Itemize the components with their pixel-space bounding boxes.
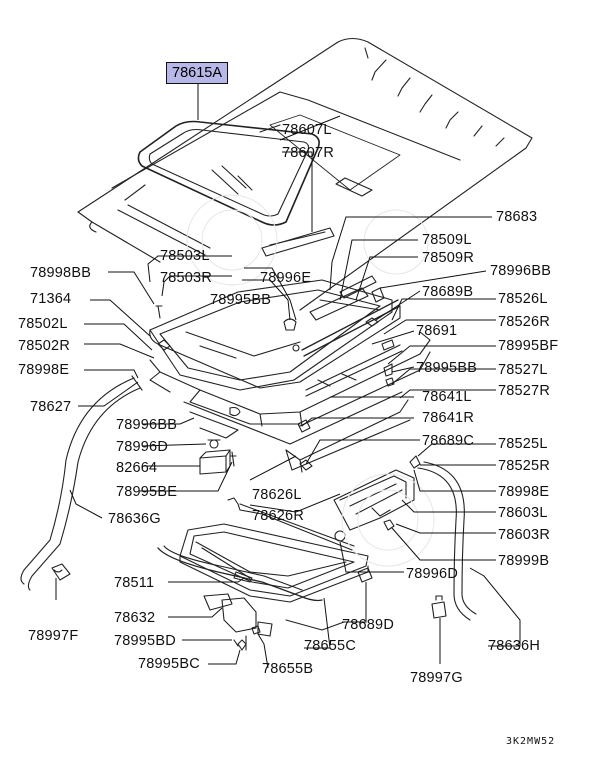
part-label[interactable]: 78655B bbox=[262, 661, 314, 677]
part-label[interactable]: 78626L bbox=[252, 487, 302, 503]
part-label[interactable]: 78603L bbox=[498, 505, 548, 521]
part-label[interactable]: 78689D bbox=[342, 617, 394, 633]
part-label[interactable]: 78607R bbox=[282, 145, 334, 161]
part-label[interactable]: 78641R bbox=[422, 410, 474, 426]
part-label[interactable]: 78996D bbox=[406, 566, 458, 582]
part-label[interactable]: 78503L bbox=[160, 248, 210, 264]
part-label[interactable]: 78683 bbox=[496, 209, 538, 225]
part-label[interactable]: 78996E bbox=[260, 270, 312, 286]
part-label[interactable]: 78641L bbox=[422, 389, 472, 405]
roof-panel bbox=[77, 37, 533, 311]
part-label[interactable]: 78997F bbox=[28, 628, 79, 644]
part-label[interactable]: 78689B bbox=[422, 284, 474, 300]
part-label[interactable]: 78503R bbox=[160, 270, 212, 286]
part-label[interactable]: 78527L bbox=[498, 362, 548, 378]
sunroof-frame bbox=[149, 279, 431, 473]
part-label[interactable]: 78636G bbox=[108, 511, 161, 527]
part-label[interactable]: 78626R bbox=[252, 508, 304, 524]
part-label[interactable]: 71364 bbox=[30, 291, 72, 307]
highlighted-part-label[interactable]: 78615A bbox=[166, 62, 228, 84]
deflector-strip bbox=[261, 227, 335, 257]
part-label[interactable]: 78995BC bbox=[138, 656, 200, 672]
part-label[interactable]: 78511 bbox=[114, 575, 155, 591]
part-label[interactable]: 78995BE bbox=[116, 484, 178, 500]
sunshade bbox=[179, 497, 369, 603]
drawing-code: 3K2MW52 bbox=[506, 736, 556, 747]
part-label[interactable]: 78995BB bbox=[210, 292, 272, 308]
part-label[interactable]: 78525L bbox=[498, 436, 548, 452]
part-label[interactable]: 78996BB bbox=[116, 417, 178, 433]
leader-lines bbox=[55, 84, 521, 669]
part-label[interactable]: 78632 bbox=[114, 610, 156, 626]
part-label[interactable]: 78999B bbox=[498, 553, 550, 569]
part-label[interactable]: 78998E bbox=[498, 484, 550, 500]
part-label[interactable]: 78502R bbox=[18, 338, 70, 354]
part-label[interactable]: 78607L bbox=[282, 122, 332, 138]
part-label[interactable]: 78502L bbox=[18, 316, 68, 332]
part-label[interactable]: 78627 bbox=[30, 399, 72, 415]
part-label[interactable]: 78996D bbox=[116, 439, 168, 455]
part-label[interactable]: 78997G bbox=[410, 670, 463, 686]
part-label[interactable]: 78996BB bbox=[490, 263, 552, 279]
glass-panel bbox=[137, 120, 320, 226]
part-label[interactable]: 78527R bbox=[498, 383, 550, 399]
part-label[interactable]: 78995BF bbox=[498, 338, 559, 354]
part-label[interactable]: 78998BB bbox=[30, 265, 92, 281]
part-label[interactable]: 78995BB bbox=[416, 360, 478, 376]
part-label[interactable]: 82664 bbox=[116, 460, 158, 476]
part-label[interactable]: 78509R bbox=[422, 250, 474, 266]
part-label[interactable]: 78691 bbox=[416, 323, 458, 339]
part-label[interactable]: 78655C bbox=[304, 638, 356, 654]
part-label[interactable]: 78998E bbox=[18, 362, 70, 378]
part-label[interactable]: 78603R bbox=[498, 527, 550, 543]
part-label[interactable]: 78689C bbox=[422, 433, 474, 449]
part-label[interactable]: 78636H bbox=[488, 638, 540, 654]
part-label[interactable]: 78525R bbox=[498, 458, 550, 474]
part-label[interactable]: 78526L bbox=[498, 291, 548, 307]
part-label[interactable]: 78526R bbox=[498, 314, 550, 330]
part-label[interactable]: 78509L bbox=[422, 232, 472, 248]
part-label[interactable]: 78995BD bbox=[114, 633, 176, 649]
